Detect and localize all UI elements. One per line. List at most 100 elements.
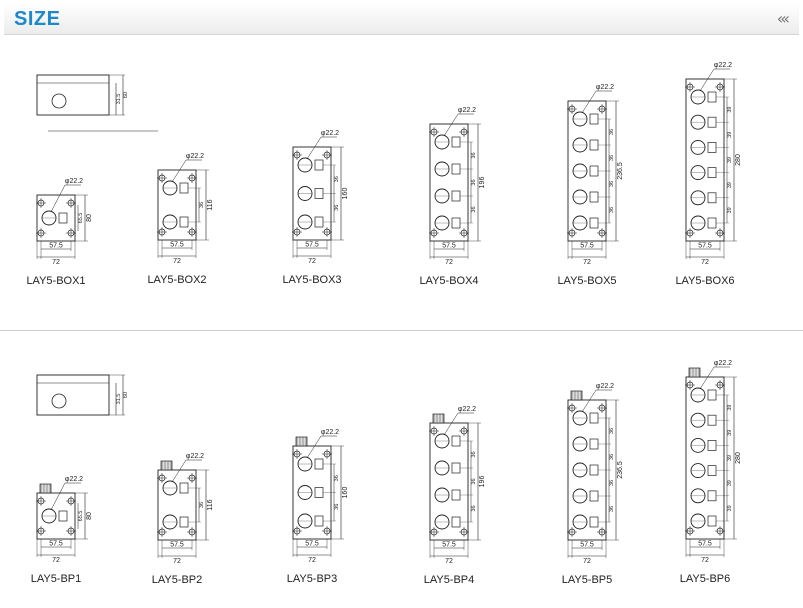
inner-width-label: 57.5	[170, 542, 184, 549]
inner-height-label: 65.5	[78, 213, 84, 224]
side-button	[51, 393, 67, 409]
inner-width-label: 57.5	[305, 242, 319, 249]
terminal-block	[707, 414, 717, 426]
outer-width-label: 72	[701, 259, 709, 266]
outer-width-label: 72	[52, 259, 60, 266]
enclosure-body	[157, 469, 197, 541]
hole-diameter-label: φ22.2	[321, 130, 339, 137]
height-label: 236.5	[617, 461, 624, 479]
leader-line	[581, 389, 597, 413]
terminal-block	[451, 489, 461, 501]
pitch-label: 39	[727, 107, 733, 113]
terminal-block	[179, 182, 189, 194]
inner-width-label: 57.5	[170, 242, 184, 249]
pitch-label: 36	[334, 504, 340, 510]
height-label: 196	[479, 177, 486, 189]
pitch-label: 36	[609, 181, 615, 187]
model-label: LAY5-BP3	[287, 573, 338, 585]
model-label: LAY5-BP5	[562, 574, 613, 586]
leader-line	[306, 435, 322, 459]
pitch-label: 36	[471, 505, 477, 511]
section-title: SIZE	[14, 8, 61, 30]
cable-gland	[570, 390, 583, 401]
outer-width-label: 72	[583, 259, 591, 266]
height-label: 280	[735, 452, 742, 464]
model-label: LAY5-BP4	[424, 574, 475, 586]
cable-gland	[160, 460, 173, 471]
height-label: 80	[86, 214, 93, 222]
leader-line	[443, 113, 459, 137]
inner-width-label: 57.5	[698, 541, 712, 548]
cable-gland	[688, 367, 701, 378]
terminal-block	[314, 515, 324, 527]
model-label: LAY5-BOX2	[147, 274, 206, 286]
height-label: 160	[342, 487, 349, 499]
terminal-block	[451, 516, 461, 528]
enclosure-body	[157, 169, 197, 241]
enclosure-body	[429, 123, 469, 242]
hole-diameter-label: φ22.2	[596, 84, 614, 91]
outer-width-label: 72	[308, 258, 316, 265]
terminal-block	[451, 462, 461, 474]
pitch-label: 36	[334, 205, 340, 211]
terminal-block	[589, 438, 599, 450]
chevron-left-triple-icon[interactable]: ‹‹‹	[776, 9, 790, 28]
inner-width-label: 57.5	[442, 542, 456, 549]
pitch-label: 39	[727, 505, 733, 511]
row-divider	[0, 330, 803, 331]
terminal-block	[314, 458, 324, 470]
inner-width-label: 57.5	[442, 243, 456, 250]
terminal-block	[451, 217, 461, 229]
height-label: 280	[735, 154, 742, 166]
terminal-block	[589, 516, 599, 528]
leader-line	[50, 184, 66, 213]
hole-diameter-label: φ22.2	[65, 476, 83, 483]
model-label: LAY5-BOX1	[26, 275, 85, 287]
pitch-label: 36	[609, 129, 615, 135]
inner-width-label: 57.5	[305, 541, 319, 548]
section-header: SIZE ‹‹‹	[4, 4, 799, 35]
side-body	[36, 74, 110, 116]
outer-width-label: 72	[308, 557, 316, 564]
outer-width-label: 72	[583, 558, 591, 565]
terminal-block	[707, 515, 717, 527]
pitch-label: 36	[471, 179, 477, 185]
enclosure-body	[36, 194, 76, 242]
terminal-block	[707, 440, 717, 451]
terminal-block	[179, 482, 189, 494]
pitch-label: 39	[727, 480, 733, 486]
pitch-label: 39	[727, 182, 733, 188]
terminal-block	[589, 191, 599, 203]
terminal-block	[589, 490, 599, 502]
inner-height-label: 65.5	[78, 511, 84, 522]
pitch-label: 36	[471, 451, 477, 457]
pitch-label: 36	[471, 206, 477, 212]
terminal-block	[451, 163, 461, 175]
pitch-label: 36	[609, 155, 615, 161]
leader-line	[699, 68, 715, 92]
cable-gland	[295, 436, 308, 447]
pitch-label: 36	[471, 478, 477, 484]
hole-diameter-label: φ22.2	[714, 360, 732, 367]
side-dim-a: 31.5	[116, 94, 122, 105]
leader-line	[306, 136, 322, 160]
side-dim-b: 60	[123, 92, 129, 98]
terminal-block	[589, 113, 599, 125]
terminal-block	[589, 139, 599, 151]
pitch-label: 36	[334, 176, 340, 182]
model-label: LAY5-BOX5	[557, 275, 616, 287]
model-label: LAY5-BOX6	[675, 275, 734, 287]
inner-width-label: 57.5	[580, 542, 594, 549]
terminal-block	[589, 165, 599, 177]
enclosure-body	[429, 422, 469, 541]
outer-width-label: 72	[445, 558, 453, 565]
inner-width-label: 57.5	[49, 243, 63, 250]
model-label: LAY5-BP2	[152, 574, 203, 586]
leader-line	[699, 366, 715, 390]
hole-diameter-label: φ22.2	[186, 453, 204, 460]
